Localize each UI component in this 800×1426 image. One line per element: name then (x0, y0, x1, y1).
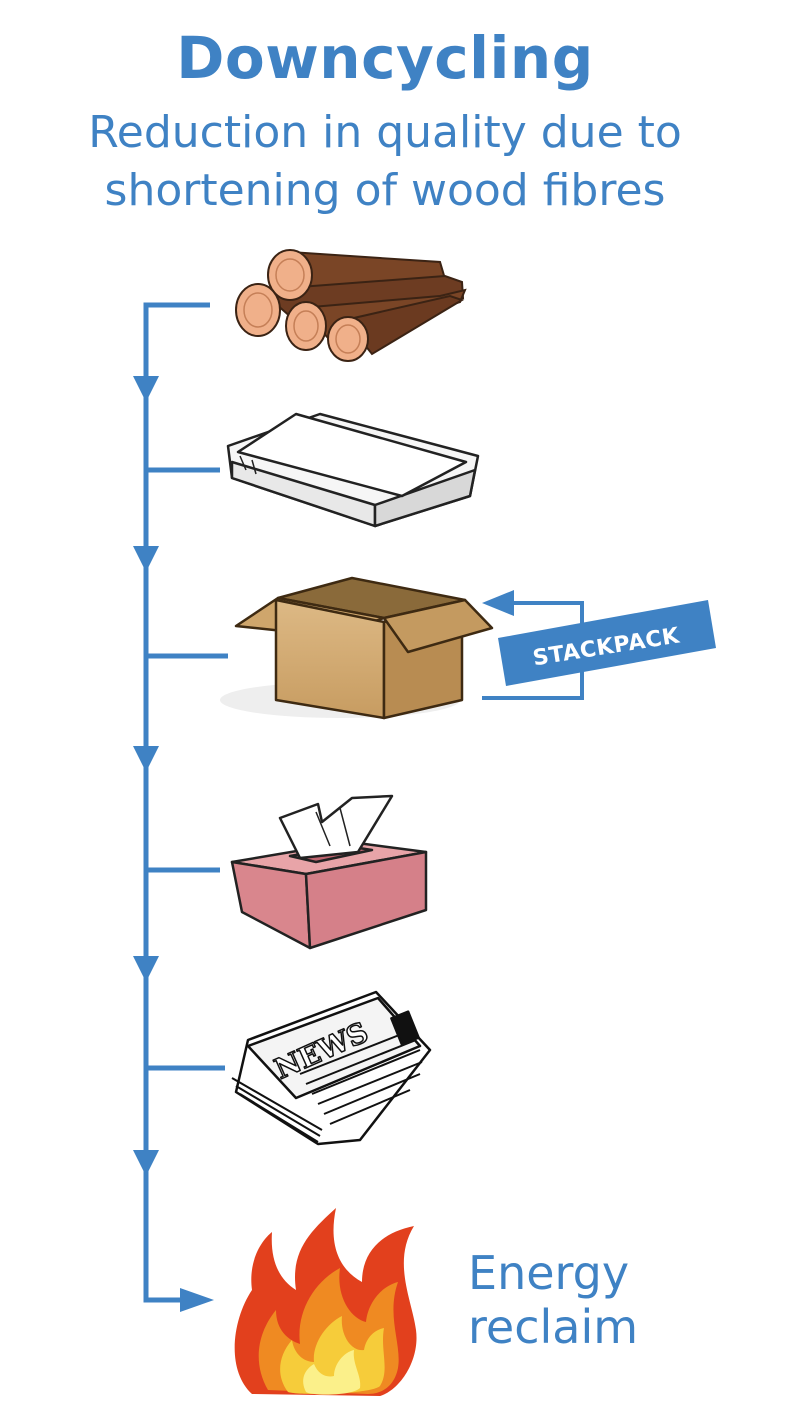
newspaper-icon: NEWS (231, 990, 432, 1146)
flow-arrowheads (133, 376, 214, 1312)
energy-reclaim-label: Energy reclaim (468, 1246, 638, 1354)
arrowhead-down-1 (133, 376, 159, 402)
arrowhead-down-5 (133, 1150, 159, 1176)
flow-line (143, 302, 228, 1303)
cardboard-box-icon (220, 576, 494, 720)
logs-icon (235, 249, 467, 362)
page-subtitle: Reduction in quality due to shortening o… (0, 104, 770, 220)
arrowhead-down-3 (133, 746, 159, 772)
subtitle-line-1: Reduction in quality due to (88, 107, 682, 158)
arrowhead-down-2 (133, 546, 159, 572)
page-title: Downcycling (176, 24, 594, 92)
paper-stack-icon (226, 412, 480, 528)
arrowhead-right-fire (180, 1288, 214, 1312)
tissue-box-icon (230, 794, 428, 950)
fire-icon (234, 1208, 417, 1396)
energy-label-line-2: reclaim (468, 1300, 639, 1354)
energy-label-line-1: Energy (468, 1246, 630, 1300)
subtitle-line-2: shortening of wood fibres (104, 165, 666, 216)
stackpack-badge: STACKPACK (498, 600, 716, 686)
stackpack-arrowhead (482, 590, 514, 616)
arrowhead-down-4 (133, 956, 159, 982)
